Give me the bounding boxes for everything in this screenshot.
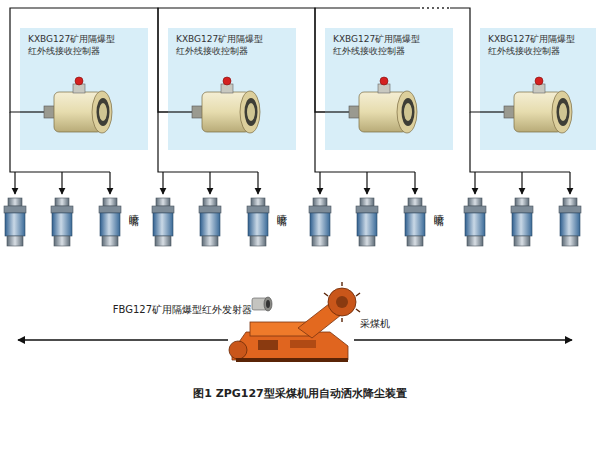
nozzle-label: 喷嘴 bbox=[432, 206, 444, 210]
nozzle-icon bbox=[404, 198, 426, 246]
spray-arrow bbox=[569, 172, 570, 194]
controller-device bbox=[349, 77, 417, 133]
controller-label: KXBG127矿用隔爆型 红外线接收控制器 bbox=[176, 33, 284, 57]
nozzle-icon bbox=[559, 198, 581, 246]
controller-devices bbox=[44, 77, 572, 133]
spray-arrow bbox=[474, 172, 475, 194]
pick bbox=[341, 318, 342, 322]
nozzle-label: 喷嘴 bbox=[127, 206, 139, 210]
nozzle-icon bbox=[464, 198, 486, 246]
device-wire bbox=[20, 111, 44, 112]
spray-arrow bbox=[521, 172, 522, 194]
shearer-detail bbox=[290, 340, 316, 348]
pick bbox=[356, 293, 360, 296]
pick bbox=[341, 282, 342, 286]
spray-arrow bbox=[61, 172, 62, 194]
rear-drum bbox=[229, 341, 247, 359]
controller-box: KXBG127矿用隔爆型 红外线接收控制器 bbox=[480, 28, 596, 150]
spray-arrow bbox=[319, 172, 320, 194]
gap-mask bbox=[420, 4, 450, 12]
shearer-body bbox=[232, 332, 348, 360]
signal-bus bbox=[315, 8, 480, 112]
bus-gap bbox=[420, 4, 450, 12]
nozzle-label: 喷嘴 bbox=[275, 206, 287, 210]
controller-device bbox=[504, 77, 572, 133]
signal-bus bbox=[158, 8, 325, 112]
cutting-drum bbox=[328, 288, 356, 316]
spray-arrow bbox=[109, 172, 110, 194]
spray-arrow bbox=[209, 172, 210, 194]
emitter-lens bbox=[266, 300, 270, 308]
controller-box: KXBG127矿用隔爆型 红外线接收控制器 bbox=[20, 28, 148, 150]
figure-caption: 图1 ZPG127型采煤机用自动洒水降尘装置 bbox=[0, 386, 600, 401]
spray-arrow bbox=[14, 172, 15, 194]
dot bbox=[447, 7, 449, 9]
controller-device bbox=[192, 77, 260, 133]
nozzle-icon bbox=[199, 198, 221, 246]
ranging-arm bbox=[298, 300, 346, 338]
device-wire bbox=[325, 111, 349, 112]
spray-arrow bbox=[366, 172, 367, 194]
shearer-illustration bbox=[228, 282, 360, 364]
pick bbox=[324, 293, 328, 296]
controller-label: KXBG127矿用隔爆型 红外线接收控制器 bbox=[488, 33, 596, 57]
controller-label: KXBG127矿用隔爆型 红外线接收控制器 bbox=[333, 33, 441, 57]
shearer-detail bbox=[258, 340, 278, 350]
edge-layer bbox=[10, 8, 480, 112]
nozzle-icon bbox=[511, 198, 533, 246]
controller-box: KXBG127矿用隔爆型 红外线接收控制器 bbox=[168, 28, 296, 150]
nozzle-icon bbox=[4, 198, 26, 246]
part-label: 采煤机 bbox=[360, 318, 390, 330]
pick bbox=[356, 309, 360, 312]
travel-arrow bbox=[18, 339, 572, 340]
dot bbox=[422, 7, 424, 9]
nozzle-icon bbox=[99, 198, 121, 246]
device-wire bbox=[168, 111, 192, 112]
emitter-face bbox=[264, 297, 272, 311]
device-wire bbox=[480, 111, 504, 112]
nozzle-icon bbox=[51, 198, 73, 246]
controller-box: KXBG127矿用隔爆型 红外线接收控制器 bbox=[325, 28, 453, 150]
controller-device bbox=[44, 77, 112, 133]
dot bbox=[432, 7, 434, 9]
nozzle-icon bbox=[247, 198, 269, 246]
dot bbox=[442, 7, 444, 9]
drum-picks bbox=[324, 282, 360, 322]
controller-label: KXBG127矿用隔爆型 红外线接收控制器 bbox=[28, 33, 136, 57]
spray-arrow bbox=[257, 172, 258, 194]
signal-bus bbox=[10, 8, 168, 112]
nozzle-icon bbox=[152, 198, 174, 246]
nozzle-icon bbox=[356, 198, 378, 246]
shearer-track bbox=[236, 358, 348, 362]
drum-hub bbox=[336, 296, 348, 308]
device-wires bbox=[20, 111, 504, 112]
shearer-housing bbox=[250, 322, 312, 336]
emitter-body bbox=[252, 298, 268, 310]
nozzle-row bbox=[4, 198, 581, 246]
spray-arrow bbox=[162, 172, 163, 194]
dot bbox=[427, 7, 429, 9]
dot bbox=[437, 7, 439, 9]
emitter-icon bbox=[252, 297, 272, 311]
spray-arrow bbox=[414, 172, 415, 194]
part-label: FBG127矿用隔爆型红外发射器 bbox=[113, 304, 252, 316]
nozzle-icon bbox=[309, 198, 331, 246]
